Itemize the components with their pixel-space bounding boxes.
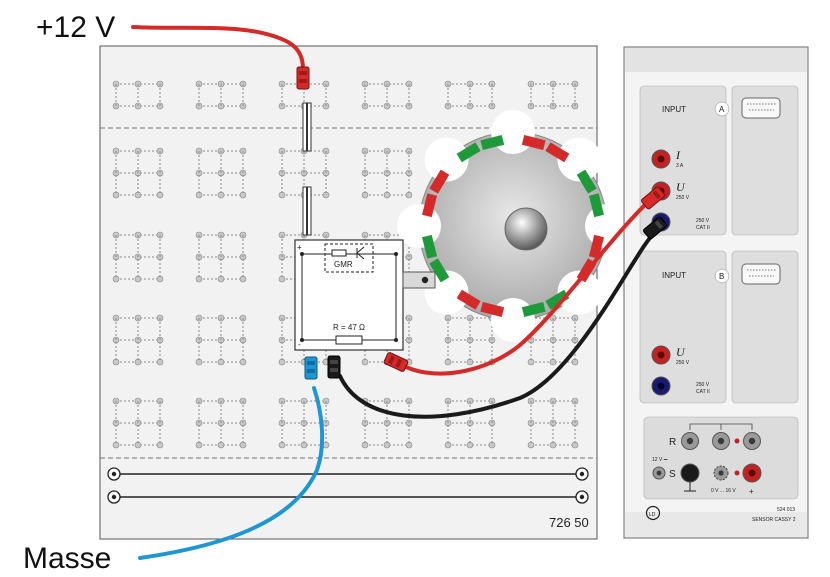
r-label: R — [669, 437, 676, 448]
voltage-symbol: U — [676, 180, 686, 194]
busbar-top — [107, 467, 589, 481]
plug-cassy-red — [641, 186, 665, 210]
connector-bridge-bottom — [302, 186, 312, 236]
input-a-panel: INPUT A I 3 A U 250 V 250 V CAT II — [639, 85, 799, 236]
resistor-label: R = 47 Ω — [333, 323, 365, 332]
voltage-rating: 250 V — [676, 195, 690, 201]
plug-12v — [296, 66, 310, 90]
wheel-hub — [504, 207, 548, 251]
input-a-sub-d-connector[interactable] — [741, 97, 781, 119]
plug-ground — [304, 356, 318, 380]
gmr-switch-symbol — [356, 246, 365, 260]
cables — [131, 25, 658, 560]
indicator-dot-supply — [734, 470, 740, 476]
current-symbol: I — [675, 148, 681, 162]
product-name: SENSOR CASSY 2 — [752, 517, 796, 523]
resistor-symbol — [335, 335, 363, 345]
plus-label: + — [749, 487, 754, 496]
plug-signal-red — [383, 352, 409, 372]
ground-label: Masse — [23, 542, 111, 575]
minus-sign: - — [298, 340, 301, 349]
cable-signal-black — [338, 230, 658, 419]
plus-sign: + — [297, 243, 302, 252]
ld-logo-icon: LD — [645, 505, 661, 521]
input-a-title: INPUT — [662, 105, 686, 114]
supply-label: +12 V — [36, 11, 115, 44]
plug-cassy-black — [643, 216, 667, 240]
gmr-label: GMR — [334, 260, 353, 269]
b-cat-rating: CAT II — [696, 389, 710, 395]
input-b-title: INPUT — [662, 271, 686, 280]
input-b-panel: INPUT B U 250 V 250 V CAT II — [639, 250, 799, 404]
b-voltage-symbol: U — [676, 345, 686, 359]
gmr-module: GMR R = 47 Ω + - — [294, 239, 436, 351]
socket-ground-s[interactable] — [680, 463, 700, 483]
cat-voltage-a: 250 V — [696, 218, 710, 224]
board-number: 726 50 — [549, 515, 589, 530]
gmr-resistor-symbol — [331, 249, 347, 257]
cable-ground — [138, 386, 325, 560]
input-b-sub-d-connector[interactable] — [741, 263, 781, 285]
b-cat-voltage: 250 V — [696, 382, 710, 388]
indicator-dot-r — [734, 438, 740, 444]
supply-12v-label: 12 V ⎓ — [652, 457, 668, 463]
b-voltage-rating: 250 V — [676, 360, 690, 366]
ground-symbol-icon — [684, 482, 696, 492]
range-label: 0 V ... 16 V — [711, 488, 736, 494]
cat-rating-a: CAT II — [696, 225, 710, 231]
resistance-supply-panel: R 12 V ⎓ S 0 V ... 16 V + — [643, 416, 799, 500]
model-number: 524 013 — [777, 507, 795, 513]
busbar-bottom — [107, 490, 589, 504]
current-rating: 3 A — [676, 163, 684, 169]
cable-signal-red — [404, 198, 652, 376]
plug-signal-black — [327, 355, 341, 379]
gmr-sensor-box — [324, 243, 374, 273]
input-b-letter: B — [719, 272, 724, 281]
input-a-letter: A — [719, 105, 725, 114]
sensor-cassy: INPUT A I 3 A U 250 V 250 V CAT II INPUT — [623, 46, 809, 539]
magnet-wheel — [397, 110, 629, 342]
connector-bridge-top — [302, 102, 312, 152]
cable-12v — [131, 25, 305, 72]
svg-text:LD: LD — [649, 512, 656, 518]
gmr-probe-holder — [402, 271, 436, 289]
s-label: S — [669, 469, 676, 480]
